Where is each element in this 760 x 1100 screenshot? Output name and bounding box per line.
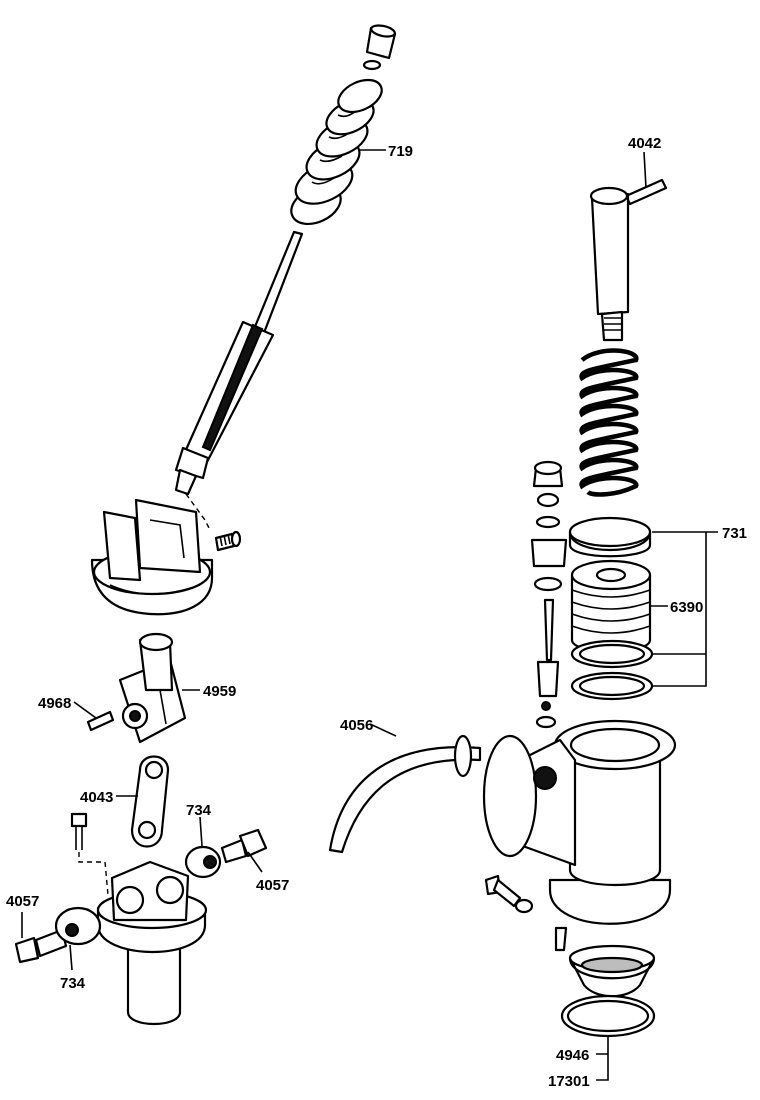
spring — [579, 348, 639, 497]
handle-rod — [174, 230, 304, 496]
stem — [589, 186, 630, 342]
head-screw — [214, 530, 242, 552]
nut-734-left — [54, 906, 102, 946]
label-4057-left: 4057 — [6, 893, 39, 910]
bracket-head — [90, 498, 214, 616]
label-719: 719 — [388, 143, 413, 160]
pin-4968 — [86, 710, 115, 732]
body-bolt — [484, 874, 534, 914]
base-housing — [96, 860, 208, 1026]
label-17301: 17301 — [548, 1073, 590, 1090]
label-4042: 4042 — [628, 135, 661, 152]
bolt-4057-left — [14, 928, 68, 964]
label-6390: 6390 — [670, 599, 703, 616]
valve-6390 — [570, 559, 652, 653]
ring-731-top — [568, 516, 652, 558]
ring-731-bottom — [570, 671, 654, 701]
filter-screen — [568, 944, 656, 998]
clevis-4959 — [118, 632, 187, 744]
small-screw — [70, 812, 88, 850]
bolt-4057-right — [220, 828, 268, 864]
label-4056: 4056 — [340, 717, 373, 734]
nut-734-right — [184, 845, 222, 879]
link-4043 — [130, 755, 170, 848]
label-4968: 4968 — [38, 695, 71, 712]
leader-lines — [21, 149, 718, 1081]
label-734-right: 734 — [186, 802, 212, 819]
label-4959: 4959 — [203, 683, 236, 700]
small-pin — [554, 926, 568, 952]
ring-731-mid — [570, 639, 654, 669]
tube-4056 — [328, 734, 482, 854]
label-4043: 4043 — [80, 789, 113, 806]
main-body — [482, 719, 677, 925]
label-731: 731 — [722, 525, 747, 542]
label-734-left: 734 — [60, 975, 86, 992]
label-4057-right: 4057 — [256, 877, 289, 894]
o-ring-17301 — [560, 994, 656, 1038]
label-4946: 4946 — [556, 1047, 589, 1064]
top-cap — [362, 24, 397, 71]
rubber-boot-719 — [290, 78, 383, 226]
small-valve-parts — [530, 460, 568, 729]
